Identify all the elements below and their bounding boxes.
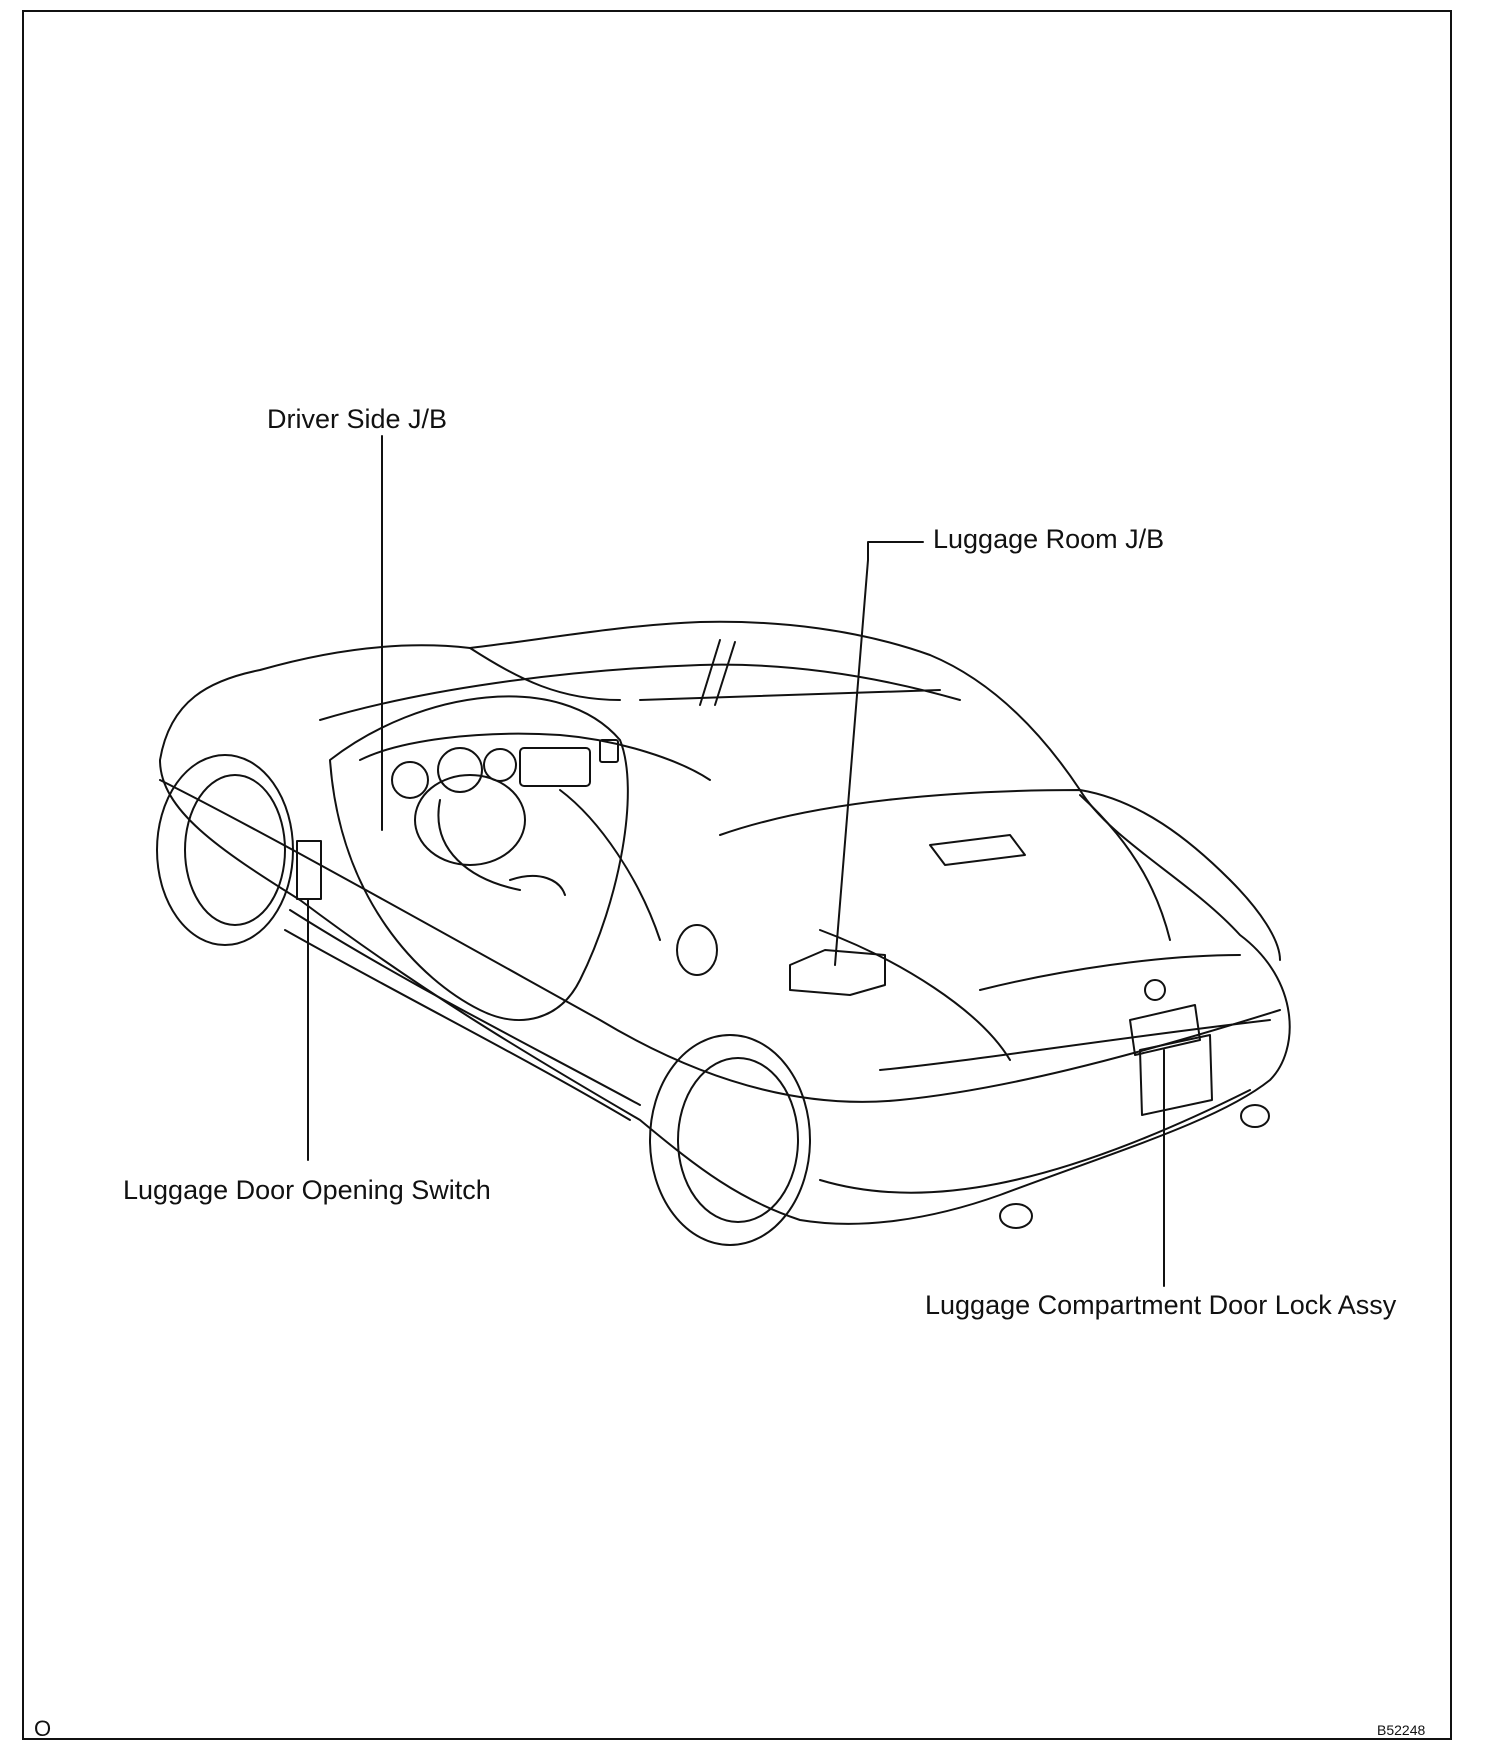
door-lock-assy-part [1129,1004,1201,1056]
rear-wheel [649,1034,811,1246]
leader-lines [307,435,1165,1287]
exhaust-right [1240,1104,1270,1128]
front-wheel [156,754,294,946]
leader-luggage-room-jb [834,541,924,966]
luggage-door-opening-switch-part [296,840,322,900]
car-body [159,620,1291,1225]
luggage-compartment-door-lock-assy-label: Luggage Compartment Door Lock Assy [925,1290,1397,1320]
driver-side-jb-label: Driver Side J/B [267,404,448,434]
exhaust-left [999,1203,1033,1229]
corner-mark: O [34,1716,52,1741]
door-lock-release [1144,979,1166,1001]
luggage-room-jb-label: Luggage Room J/B [933,524,1165,554]
diagram-frame [22,10,1452,1740]
luggage-room-jb-part [789,949,886,996]
luggage-door-opening-switch-label: Luggage Door Opening Switch [123,1175,491,1205]
figure-id: B52248 [1377,1722,1426,1738]
